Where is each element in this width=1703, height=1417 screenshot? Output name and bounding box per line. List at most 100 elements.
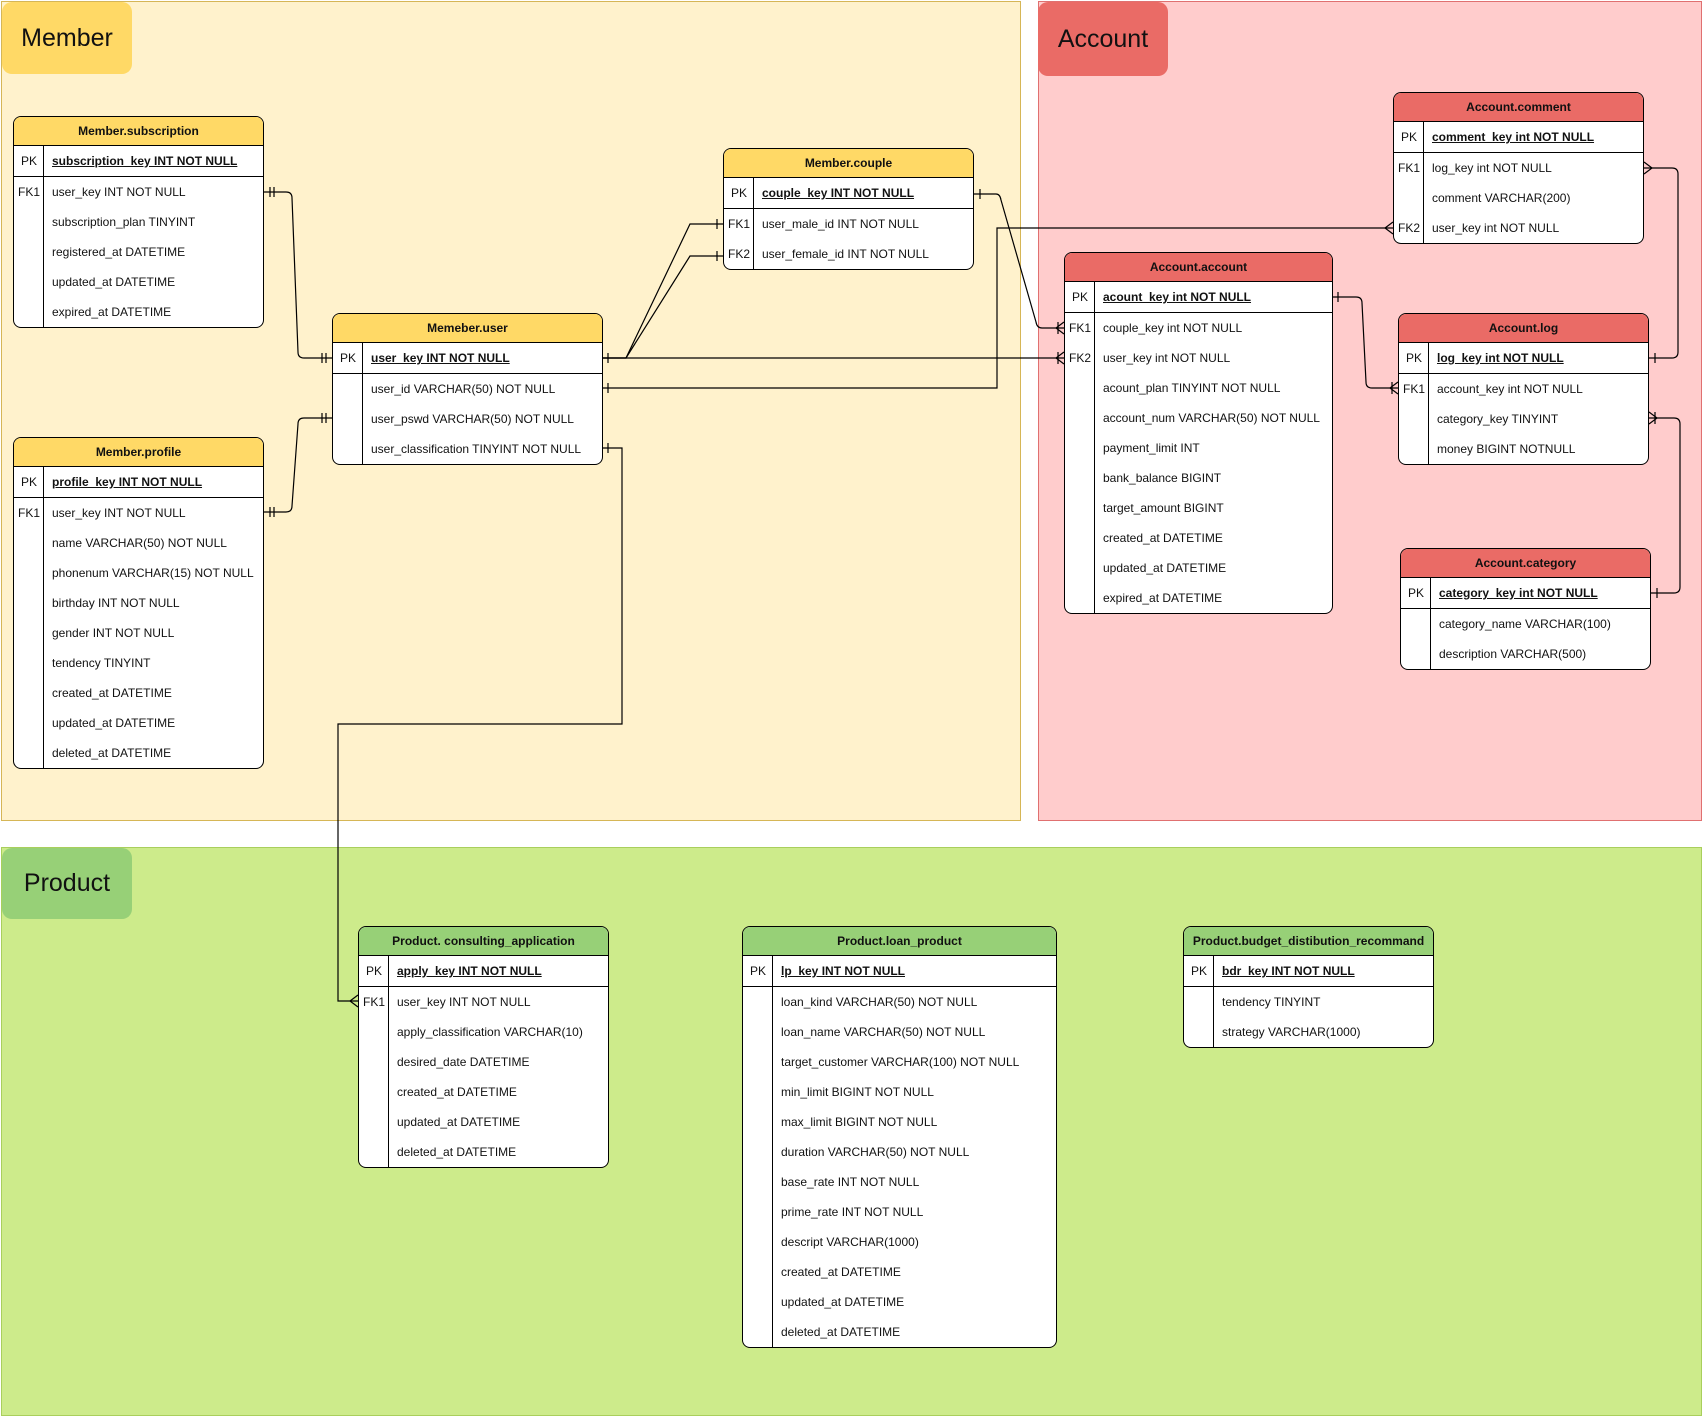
- field-row[interactable]: target_customer VARCHAR(100) NOT NULL: [743, 1047, 1056, 1077]
- field-row[interactable]: updated_at DATETIME: [359, 1107, 608, 1137]
- field-label: registered_at DATETIME: [52, 245, 186, 259]
- key-column-divider: [1094, 311, 1095, 613]
- key-column-divider: [1430, 607, 1431, 669]
- field-row[interactable]: acount_plan TINYINT NOT NULL: [1065, 373, 1332, 403]
- field-row[interactable]: expired_at DATETIME: [14, 297, 263, 327]
- field-row[interactable]: subscription_plan TINYINT: [14, 207, 263, 237]
- field-row[interactable]: bank_balance BIGINT: [1065, 463, 1332, 493]
- key-column-divider: [1428, 343, 1429, 372]
- field-row[interactable]: base_rate INT NOT NULL: [743, 1167, 1056, 1197]
- field-row[interactable]: created_at DATETIME: [1065, 523, 1332, 553]
- field-row[interactable]: user_classification TINYINT NOT NULL: [333, 434, 602, 464]
- field-row[interactable]: comment VARCHAR(200): [1394, 183, 1643, 213]
- entity-title: Account.account: [1065, 253, 1332, 282]
- field-row[interactable]: account_num VARCHAR(50) NOT NULL: [1065, 403, 1332, 433]
- field-row[interactable]: strategy VARCHAR(1000): [1184, 1017, 1433, 1047]
- field-label: lp_key INT NOT NULL: [781, 964, 906, 978]
- field-label: apply_classification VARCHAR(10): [397, 1025, 583, 1039]
- field-row[interactable]: prime_rate INT NOT NULL: [743, 1197, 1056, 1227]
- field-row[interactable]: description VARCHAR(500): [1401, 639, 1650, 669]
- field-label: user_key INT NOT NULL: [371, 351, 510, 365]
- key-column-divider: [1430, 578, 1431, 607]
- field-label: updated_at DATETIME: [1103, 561, 1227, 575]
- key-marker: FK1: [362, 995, 385, 1009]
- key-marker: PK: [1071, 290, 1088, 304]
- field-row[interactable]: target_amount BIGINT: [1065, 493, 1332, 523]
- field-row[interactable]: loan_name VARCHAR(50) NOT NULL: [743, 1017, 1056, 1047]
- field-label: description VARCHAR(500): [1439, 647, 1587, 661]
- field-row[interactable]: registered_at DATETIME: [14, 237, 263, 267]
- field-row[interactable]: created_at DATETIME: [743, 1257, 1056, 1287]
- field-row[interactable]: min_limit BIGINT NOT NULL: [743, 1077, 1056, 1107]
- field-row[interactable]: created_at DATETIME: [14, 678, 263, 708]
- field-row[interactable]: duration VARCHAR(50) NOT NULL: [743, 1137, 1056, 1167]
- key-column-divider: [772, 985, 773, 1347]
- field-row[interactable]: user_id VARCHAR(50) NOT NULL: [333, 374, 602, 404]
- field-row[interactable]: expired_at DATETIME: [1065, 583, 1332, 613]
- field-row[interactable]: updated_at DATETIME: [1065, 553, 1332, 583]
- field-row[interactable]: descript VARCHAR(1000): [743, 1227, 1056, 1257]
- rel-subscription-user: [264, 191, 332, 359]
- field-row[interactable]: updated_at DATETIME: [14, 708, 263, 738]
- field-row[interactable]: category_name VARCHAR(100): [1401, 609, 1650, 639]
- field-row[interactable]: loan_kind VARCHAR(50) NOT NULL: [743, 987, 1056, 1017]
- entity-title: Member.couple: [724, 149, 973, 178]
- key-marker: FK1: [1402, 382, 1425, 396]
- field-row[interactable]: deleted_at DATETIME: [359, 1137, 608, 1167]
- field-label: loan_kind VARCHAR(50) NOT NULL: [781, 995, 978, 1009]
- field-row[interactable]: created_at DATETIME: [359, 1077, 608, 1107]
- field-row[interactable]: updated_at DATETIME: [14, 267, 263, 297]
- field-row[interactable]: deleted_at DATETIME: [14, 738, 263, 768]
- field-row[interactable]: gender INT NOT NULL: [14, 618, 263, 648]
- field-row[interactable]: payment_limit INT: [1065, 433, 1332, 463]
- field-row[interactable]: name VARCHAR(50) NOT NULL: [14, 528, 263, 558]
- field-row[interactable]: updated_at DATETIME: [743, 1287, 1056, 1317]
- field-row[interactable]: phonenum VARCHAR(15) NOT NULL: [14, 558, 263, 588]
- field-row[interactable]: apply_classification VARCHAR(10): [359, 1017, 608, 1047]
- field-row[interactable]: deleted_at DATETIME: [743, 1317, 1056, 1347]
- field-row[interactable]: max_limit BIGINT NOT NULL: [743, 1107, 1056, 1137]
- field-row[interactable]: category_key TINYINT: [1399, 404, 1648, 434]
- field-row[interactable]: birthday INT NOT NULL: [14, 588, 263, 618]
- field-row[interactable]: tendency TINYINT: [1184, 987, 1433, 1017]
- rel-couple-account: [974, 193, 1064, 329]
- field-row[interactable]: user_pswd VARCHAR(50) NOT NULL: [333, 404, 602, 434]
- field-row[interactable]: desired_date DATETIME: [359, 1047, 608, 1077]
- field-row[interactable]: money BIGINT NOTNULL: [1399, 434, 1648, 464]
- field-row[interactable]: tendency TINYINT: [14, 648, 263, 678]
- key-column-divider: [1428, 372, 1429, 464]
